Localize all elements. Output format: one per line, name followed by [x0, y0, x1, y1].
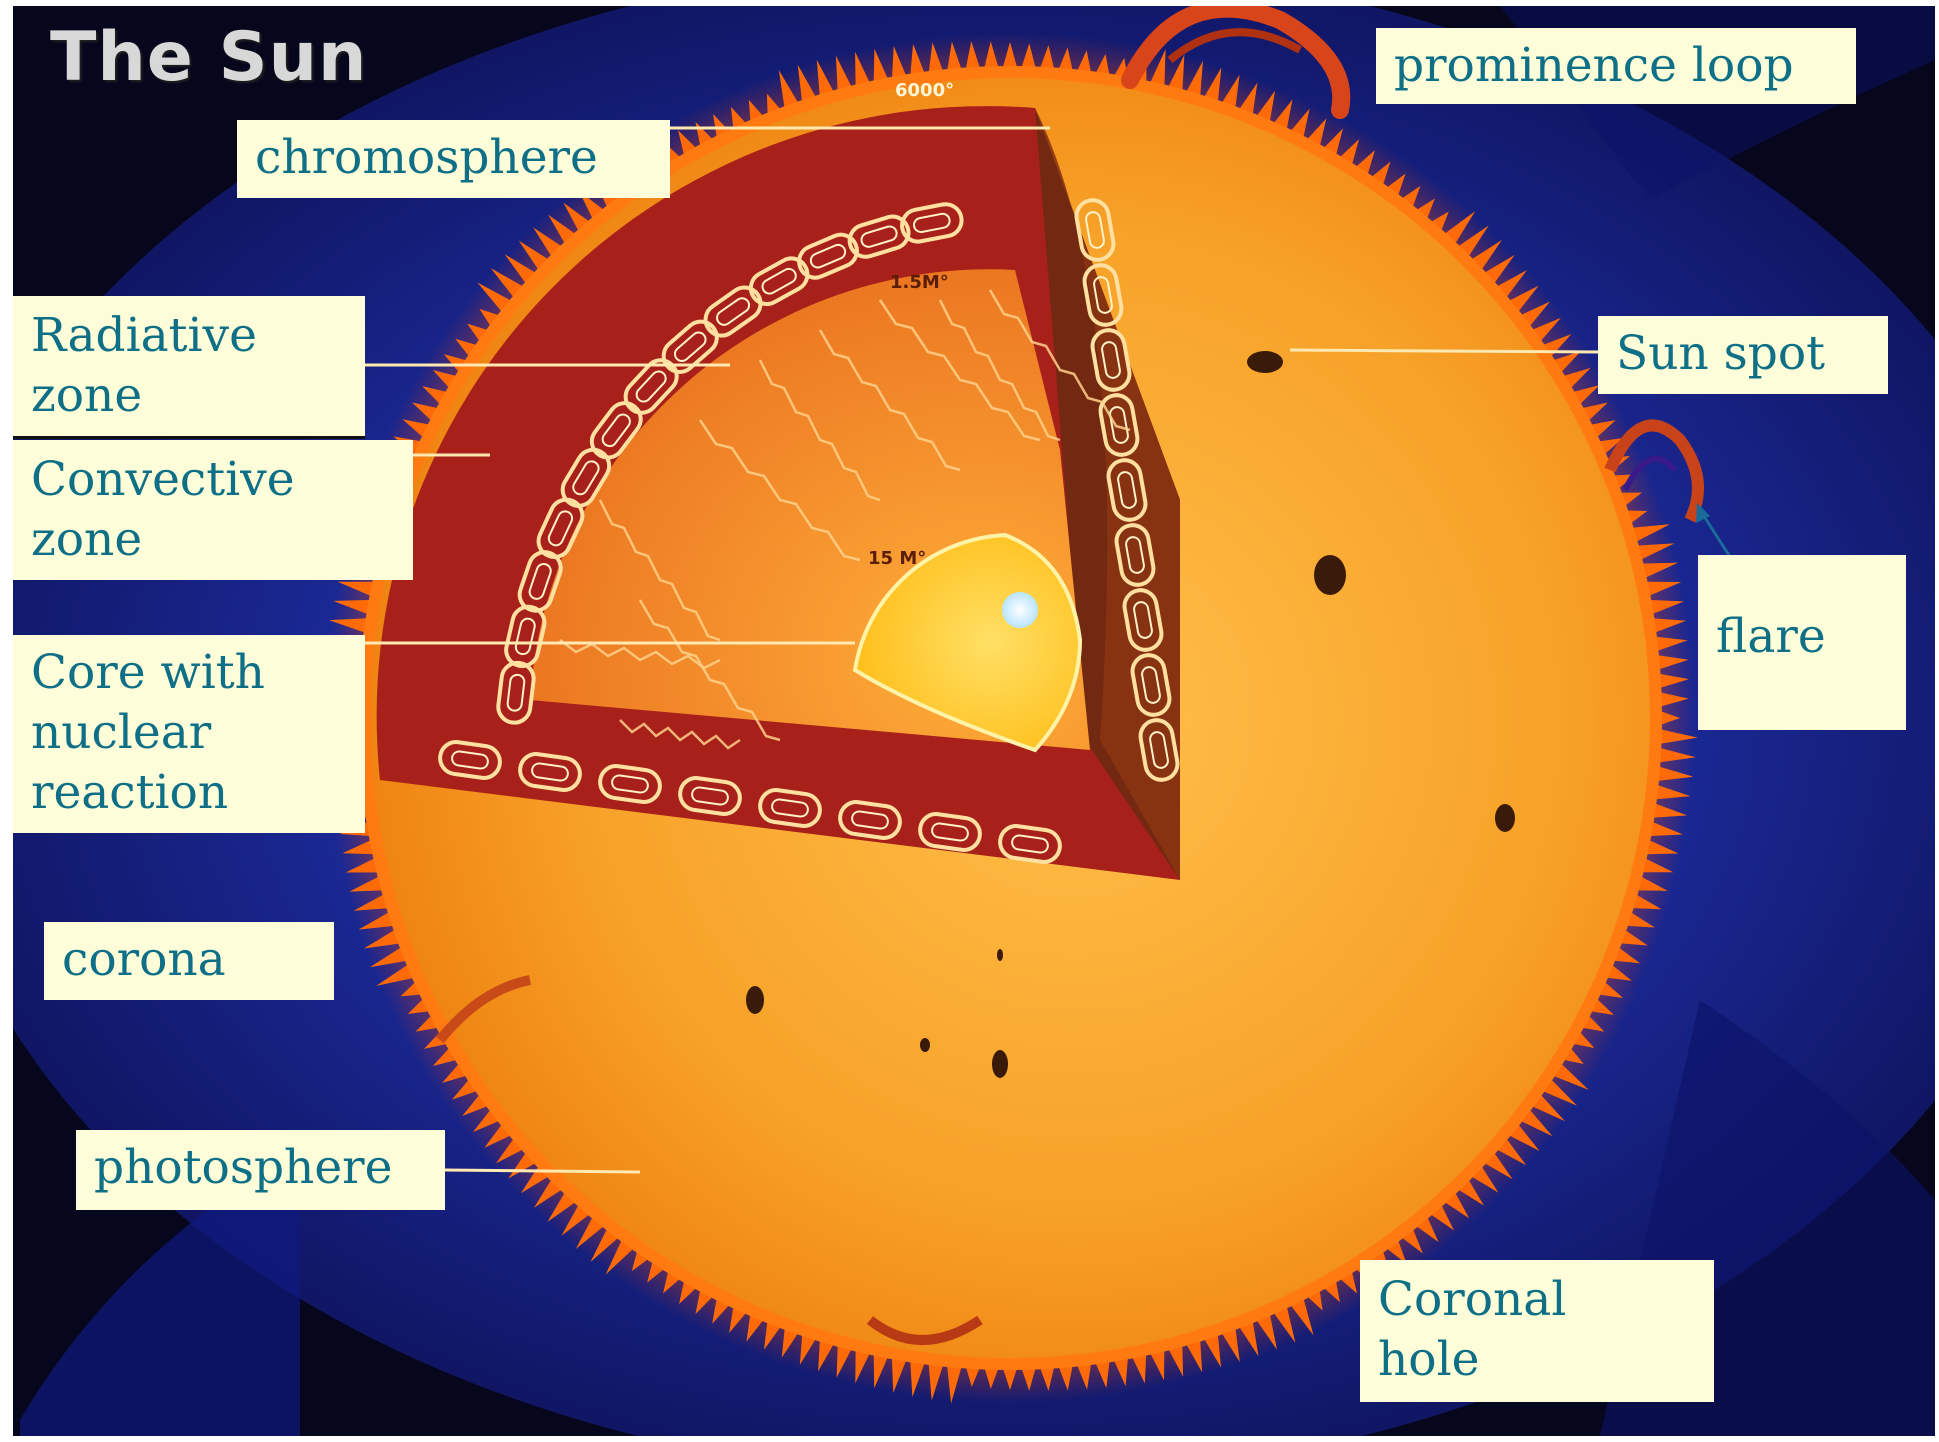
label-prominence-loop: prominence loop — [1376, 28, 1856, 104]
label-core-line1: Core with — [31, 643, 347, 703]
leader-sunspot — [1290, 350, 1598, 352]
label-convective-zone-line2: zone — [31, 510, 395, 570]
surface-temperature: 6000° — [895, 80, 954, 101]
label-convective-zone: Convective zone — [13, 440, 413, 580]
label-coronal-hole-line1: Coronal — [1378, 1270, 1696, 1330]
label-radiative-zone-line1: Radiative — [31, 306, 347, 366]
label-coronal-hole: Coronal hole — [1360, 1260, 1714, 1402]
sunspot — [1314, 555, 1346, 595]
core-temperature: 15 M° — [868, 548, 926, 569]
sunspot — [997, 949, 1003, 961]
leader-photosphere — [445, 1170, 640, 1172]
core-hot-spot — [1002, 592, 1038, 628]
label-sun-spot: Sun spot — [1598, 316, 1888, 394]
label-convective-zone-line1: Convective — [31, 450, 395, 510]
sunspot — [992, 1050, 1008, 1078]
label-core-line2: nuclear — [31, 703, 347, 763]
label-radiative-zone-line2: zone — [31, 366, 347, 426]
label-coronal-hole-line2: hole — [1378, 1330, 1696, 1390]
label-core-line3: reaction — [31, 763, 347, 823]
label-corona: corona — [44, 922, 334, 1000]
label-core: Core with nuclear reaction — [13, 635, 365, 833]
diagram-title: The Sun — [50, 18, 367, 97]
sunspot — [1247, 351, 1283, 373]
sunspot — [746, 986, 764, 1014]
radiative-temperature: 1.5M° — [890, 272, 949, 293]
label-chromosphere: chromosphere — [237, 120, 670, 198]
sunspot — [1495, 804, 1515, 832]
label-radiative-zone: Radiative zone — [13, 296, 365, 436]
label-flare: flare — [1698, 555, 1906, 730]
sunspot — [920, 1038, 930, 1052]
radiative-divider — [13, 436, 365, 439]
label-photosphere: photosphere — [76, 1130, 445, 1210]
